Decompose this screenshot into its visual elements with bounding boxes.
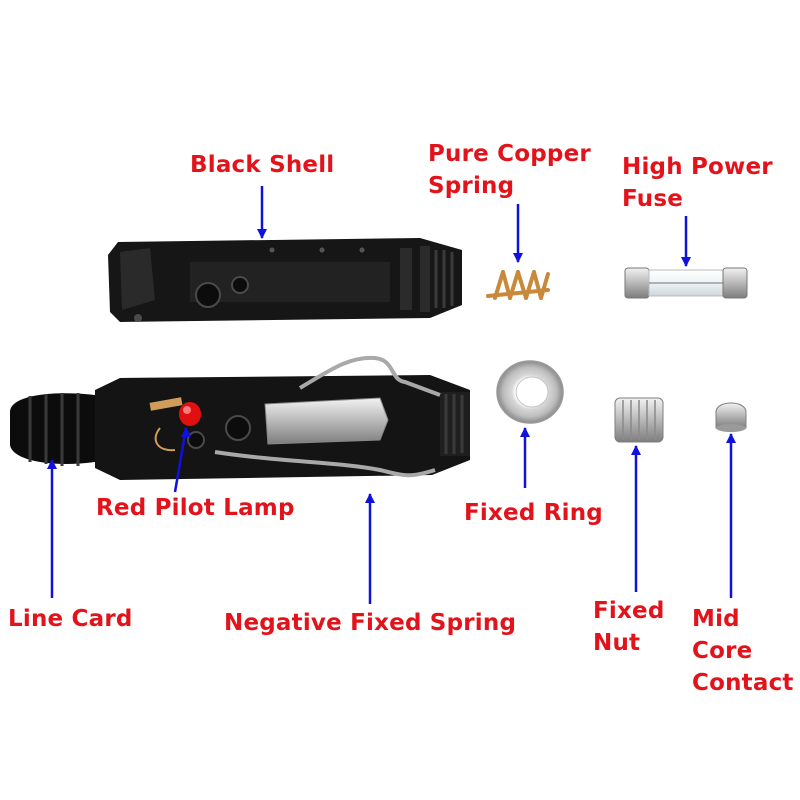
label-red-pilot-lamp: Red Pilot Lamp xyxy=(96,495,295,521)
label-high-power-fuse-line1: High Power xyxy=(622,154,773,180)
red-pilot-lamp-part xyxy=(149,397,201,452)
negative-spring-lower xyxy=(214,450,436,478)
label-high-power-fuse: High Power Fuse xyxy=(622,151,773,215)
label-fixed-nut-line2: Nut xyxy=(593,630,641,656)
label-mid-core-contact-line2: Core xyxy=(692,638,753,664)
label-pure-copper-spring-line2: Spring xyxy=(428,173,515,199)
label-mid-core-contact-line1: Mid xyxy=(692,606,740,632)
label-mid-core-contact-line3: Contact xyxy=(692,670,794,696)
fixed-ring-part xyxy=(496,360,564,424)
negative-spring-part xyxy=(298,355,441,397)
label-fixed-nut-line1: Fixed xyxy=(593,598,665,624)
label-fixed-ring: Fixed Ring xyxy=(464,500,603,526)
fuse-part xyxy=(624,267,748,299)
label-pure-copper-spring: Pure Copper Spring xyxy=(428,138,591,202)
copper-spring-part xyxy=(486,270,550,300)
label-negative-fixed-spring: Negative Fixed Spring xyxy=(224,610,517,636)
red-pilot-lamp-arrow xyxy=(173,427,191,493)
mid-core-contact-part xyxy=(715,402,747,432)
label-line-card: Line Card xyxy=(8,606,133,632)
label-fixed-nut: Fixed Nut xyxy=(593,595,665,659)
label-high-power-fuse-line2: Fuse xyxy=(622,186,684,212)
fixed-nut-part xyxy=(614,397,664,443)
lower-body-part xyxy=(10,375,470,480)
metal-plate-part xyxy=(264,397,389,445)
black-shell-part xyxy=(108,238,462,322)
label-pure-copper-spring-line1: Pure Copper xyxy=(428,141,591,167)
label-black-shell: Black Shell xyxy=(190,152,335,178)
label-mid-core-contact: Mid Core Contact xyxy=(692,603,794,699)
